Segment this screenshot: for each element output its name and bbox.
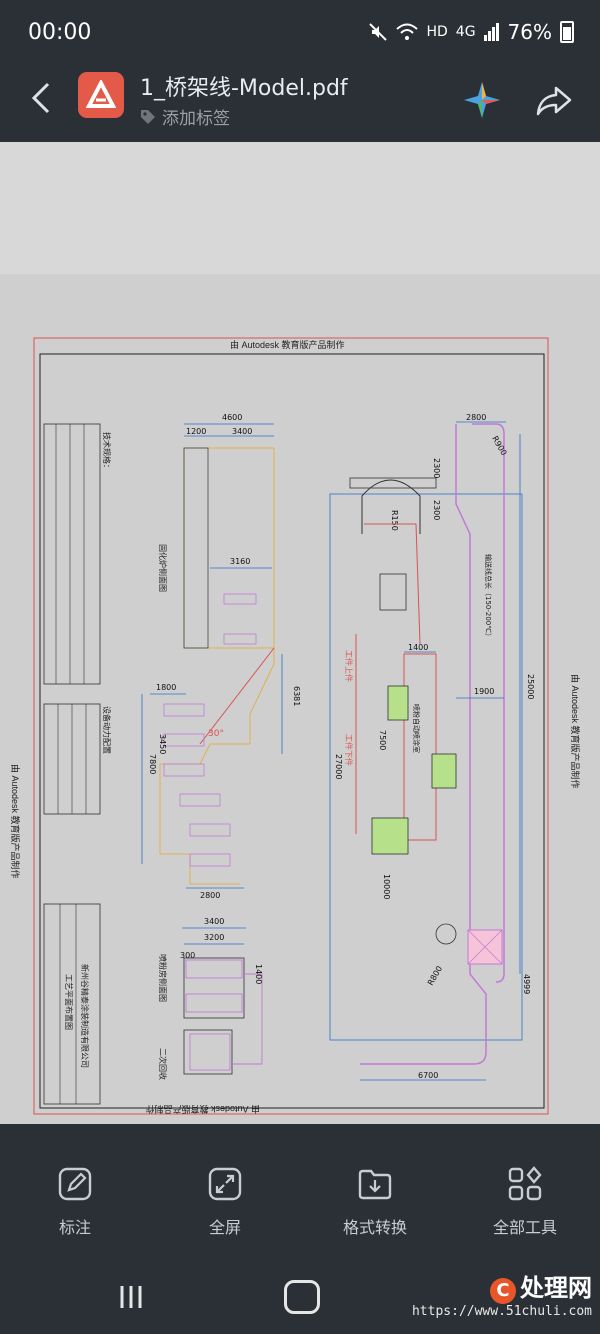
- note-recovery: 二次回收: [158, 1048, 168, 1080]
- status-icons: HD 4G 76%: [368, 20, 574, 44]
- app-bar: 1_桥架线-Model.pdf 添加标签: [0, 70, 600, 142]
- note-spec: 技术规格：: [102, 432, 112, 472]
- share-icon[interactable]: [534, 80, 574, 120]
- recent-apps-icon[interactable]: [116, 1282, 146, 1312]
- bottom-toolbar: 标注 全屏 格式转换 全部工具: [0, 1124, 600, 1264]
- dim-2300b: 2300: [432, 500, 441, 520]
- dim-7800: 7800: [148, 754, 157, 774]
- dim-1400a: 1400: [254, 964, 263, 984]
- note-load: 工件上件: [344, 650, 354, 682]
- watermark-right: 由 Autodesk 教育版产品制作: [570, 674, 581, 789]
- note-auto-booth: 喷粉自动喷涂室: [412, 704, 421, 753]
- dim-300: 300: [180, 951, 195, 960]
- all-tools-icon: [508, 1166, 542, 1201]
- file-title: 1_桥架线-Model.pdf: [140, 76, 348, 101]
- pdf-viewer[interactable]: 由 Autodesk 教育版产品制作 由 Autodesk 教育版产品制作 由 …: [0, 142, 600, 1124]
- app-logo: [78, 72, 124, 118]
- ai-sparkle-icon[interactable]: [462, 80, 502, 120]
- fullscreen-icon: [208, 1167, 242, 1201]
- tool-convert-label: 格式转换: [342, 1218, 407, 1237]
- dim-1400b: 1400: [408, 643, 428, 652]
- dim-25000: 25000: [526, 674, 535, 699]
- tool-all[interactable]: 全部工具: [465, 1166, 585, 1238]
- tag-icon: [141, 109, 155, 124]
- add-tag-button[interactable]: 添加标签: [140, 104, 230, 129]
- battery-percent: 76%: [507, 20, 552, 44]
- site-name: 处理网: [520, 1274, 592, 1302]
- note-oven: 固化炉侧面图: [158, 544, 168, 592]
- mute-icon: [369, 23, 388, 41]
- dim-10000: 10000: [382, 874, 391, 899]
- watermark-top: 由 Autodesk 教育版产品制作: [230, 339, 345, 350]
- tool-annotate-label: 标注: [58, 1218, 91, 1237]
- dim-4999: 4999: [522, 974, 531, 994]
- home-button[interactable]: [284, 1280, 320, 1314]
- signal-type: 4G: [455, 24, 476, 40]
- dim-2800b: 2800: [466, 413, 486, 422]
- dim-6700: 6700: [418, 1071, 438, 1080]
- site-url: https://www.51chuli.com: [411, 1304, 592, 1319]
- dim-3160: 3160: [230, 557, 250, 566]
- dim-27000: 27000: [334, 754, 343, 779]
- folder-convert-icon: [358, 1169, 392, 1200]
- status-time: 00:00: [28, 20, 92, 45]
- dim-3450: 3450: [158, 734, 167, 754]
- tool-all-label: 全部工具: [492, 1218, 557, 1237]
- dim-30deg: 30°: [208, 729, 224, 739]
- wifi-icon: [396, 23, 419, 40]
- dim-R900: R900: [490, 435, 508, 458]
- app-logo-icon: [86, 80, 116, 108]
- dim-6381: 6381: [292, 686, 301, 706]
- dim-2300a: 2300: [432, 458, 441, 478]
- dim-4600: 4600: [222, 413, 242, 422]
- note-unload: 工件下件: [344, 734, 354, 766]
- dim-R150: R150: [390, 510, 399, 531]
- cad-drawing: 由 Autodesk 教育版产品制作 由 Autodesk 教育版产品制作 由 …: [10, 337, 581, 1115]
- dim-1200: 1200: [186, 427, 206, 436]
- tool-fullscreen-label: 全屏: [208, 1218, 241, 1237]
- dim-1800: 1800: [156, 683, 176, 692]
- site-logo-icon: C: [490, 1278, 516, 1304]
- status-bar: 00:00 HD 4G 76%: [0, 0, 600, 70]
- dim-R800: R800: [426, 964, 444, 987]
- dim-7500: 7500: [378, 730, 387, 750]
- battery-icon: [560, 21, 574, 43]
- tool-annotate[interactable]: 标注: [15, 1166, 135, 1238]
- watermark-bottom: 由 Autodesk 教育版产品制作: [145, 1104, 260, 1115]
- note-company: 新州谷精泰涂装制造有限公司: [80, 964, 90, 1068]
- annotate-icon: [58, 1167, 92, 1201]
- dim-2800a: 2800: [200, 891, 220, 900]
- dim-3200: 3200: [204, 933, 224, 942]
- watermark-left: 由 Autodesk 教育版产品制作: [10, 764, 21, 879]
- note-booth: 喷粉房侧面图: [158, 954, 168, 1002]
- note-line-length: 输送线总长（150-200℃）: [484, 554, 493, 640]
- note-layout: 工艺平面布置图: [64, 974, 74, 1030]
- network-type: HD: [426, 24, 448, 40]
- tool-fullscreen[interactable]: 全屏: [165, 1166, 285, 1238]
- back-arrow-icon[interactable]: [22, 78, 62, 118]
- signal-bars-icon: [483, 23, 499, 41]
- pdf-page[interactable]: 由 Autodesk 教育版产品制作 由 Autodesk 教育版产品制作 由 …: [0, 274, 600, 1124]
- note-power: 设备动力配置: [102, 706, 112, 754]
- dim-3400a: 3400: [232, 427, 252, 436]
- add-tag-label: 添加标签: [162, 109, 230, 129]
- dim-3400b: 3400: [204, 917, 224, 926]
- dim-1900: 1900: [474, 687, 494, 696]
- tool-convert[interactable]: 格式转换: [315, 1166, 435, 1238]
